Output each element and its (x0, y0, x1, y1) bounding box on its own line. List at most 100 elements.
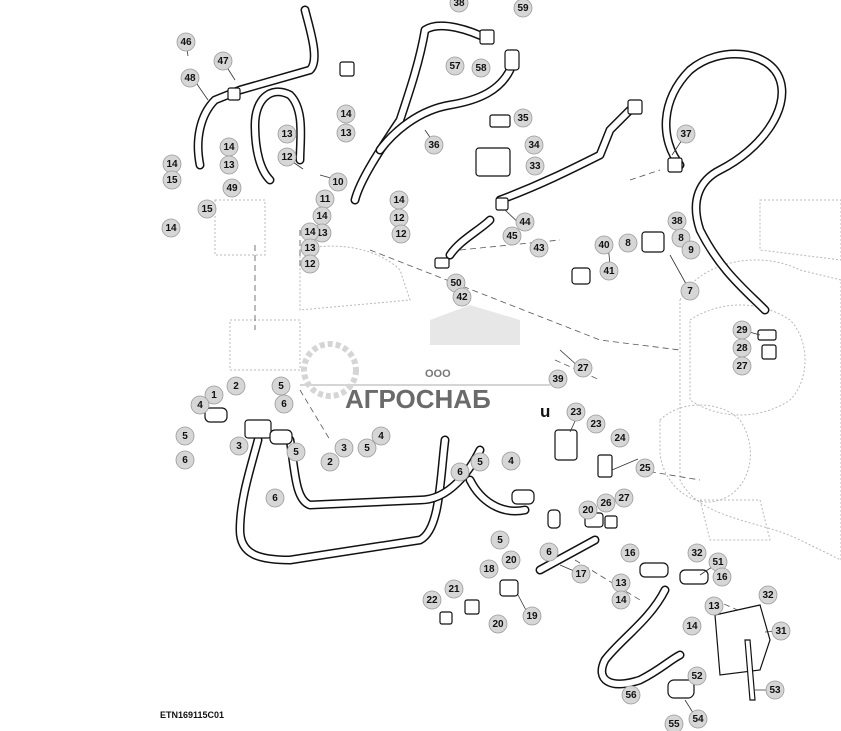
callout-number: 40 (598, 240, 610, 251)
callout-2: 2 (226, 376, 246, 396)
callout-bubble (265, 488, 285, 508)
callout-bubble (274, 394, 294, 414)
callout-1: 1 (204, 385, 224, 405)
transmission-housing-outline (214, 199, 841, 561)
callout-48: 48 (180, 68, 200, 88)
callout-49: 49 (222, 178, 242, 198)
callout-number: 12 (304, 259, 316, 270)
callout-number: 25 (639, 463, 651, 474)
callout-14: 14 (389, 190, 409, 210)
callout-number: 6 (182, 455, 188, 466)
callout-bubble (175, 450, 195, 470)
callout-number: 26 (600, 498, 612, 509)
callout-number: 13 (708, 601, 720, 612)
callout-6: 6 (539, 542, 559, 562)
callout-number: 15 (201, 204, 213, 215)
callout-number: 21 (448, 584, 460, 595)
callout-bubble (229, 436, 249, 456)
callout-number: 5 (278, 381, 284, 392)
callout-number: 2 (233, 381, 239, 392)
callout-bubble (621, 685, 641, 705)
callout-bubble (286, 442, 306, 462)
callout-number: 5 (182, 431, 188, 442)
callout-29: 29 (732, 320, 752, 340)
callout-number: 14 (615, 595, 627, 606)
callout-22: 22 (422, 590, 442, 610)
callout-number: 8 (625, 238, 631, 249)
callout-number: 50 (450, 278, 462, 289)
callout-4: 4 (190, 395, 210, 415)
callout-bubble (681, 240, 701, 260)
callout-number: 13 (316, 228, 328, 239)
callout-16: 16 (712, 567, 732, 587)
callout-21: 21 (444, 579, 464, 599)
callout-bubble (529, 238, 549, 258)
callout-39: 39 (548, 369, 568, 389)
callout-bubble (594, 235, 614, 255)
callout-number: 16 (716, 572, 728, 583)
callout-5: 5 (470, 452, 490, 472)
callout-10: 10 (328, 172, 348, 192)
callout-18: 18 (479, 559, 499, 579)
callout-13: 13 (704, 596, 724, 616)
callout-19: 19 (522, 606, 542, 626)
callout-58: 58 (471, 58, 491, 78)
callout-number: 36 (428, 140, 440, 151)
callout-17: 17 (571, 564, 591, 584)
callout-bubble (687, 543, 707, 563)
callout-bubble (336, 104, 356, 124)
callout-number: 13 (615, 578, 627, 589)
callout-number: 44 (519, 217, 531, 228)
callout-bubble (300, 254, 320, 274)
callout-52: 52 (687, 666, 707, 686)
callout-31: 31 (771, 621, 791, 641)
callout-number: 24 (614, 433, 626, 444)
callout-5: 5 (357, 438, 377, 458)
callout-bubble (161, 218, 181, 238)
callout-number: 12 (395, 229, 407, 240)
callout-number: 32 (762, 590, 774, 601)
callout-bubble (771, 621, 791, 641)
callout-number: 47 (217, 56, 229, 67)
callout-bubble (204, 385, 224, 405)
callout-13: 13 (336, 123, 356, 143)
callout-41: 41 (599, 261, 619, 281)
callout-bubble (620, 543, 640, 563)
callout-bubble (162, 170, 182, 190)
callout-12: 12 (300, 254, 320, 274)
callout-bubble (488, 614, 508, 634)
callout-bubble (175, 426, 195, 446)
callout-54: 54 (688, 709, 708, 729)
callout-8: 8 (618, 233, 638, 253)
callout-bubble (450, 462, 470, 482)
callout-number: 27 (618, 493, 630, 504)
callout-number: 38 (453, 0, 465, 9)
callout-42: 42 (452, 287, 472, 307)
callout-bubble (371, 426, 391, 446)
callout-25: 25 (635, 458, 655, 478)
callout-bubble (599, 261, 619, 281)
callout-number: 5 (364, 443, 370, 454)
callout-number: 6 (281, 399, 287, 410)
callout-bubble (635, 458, 655, 478)
callout-bubble (682, 616, 702, 636)
callout-bubble (328, 172, 348, 192)
callout-3: 3 (334, 438, 354, 458)
watermark-brand-text: АГРОСНАБ (345, 384, 491, 414)
callout-number: 31 (775, 626, 787, 637)
callout-number: 10 (332, 177, 344, 188)
callout-bubble (610, 428, 630, 448)
callout-bubble (539, 542, 559, 562)
callout-number: 20 (582, 505, 594, 516)
callout-number: 18 (483, 564, 495, 575)
callout-44: 44 (515, 212, 535, 232)
callout-number: 14 (166, 159, 178, 170)
figure-reference-code: ETN169115C01 (160, 710, 225, 720)
callout-number: 12 (393, 213, 405, 224)
callout-number: 51 (712, 557, 724, 568)
callout-number: 13 (304, 243, 316, 254)
callout-bubble (271, 376, 291, 396)
callout-number: 16 (624, 548, 636, 559)
callout-bubble (586, 414, 606, 434)
callout-bubble (501, 451, 521, 471)
